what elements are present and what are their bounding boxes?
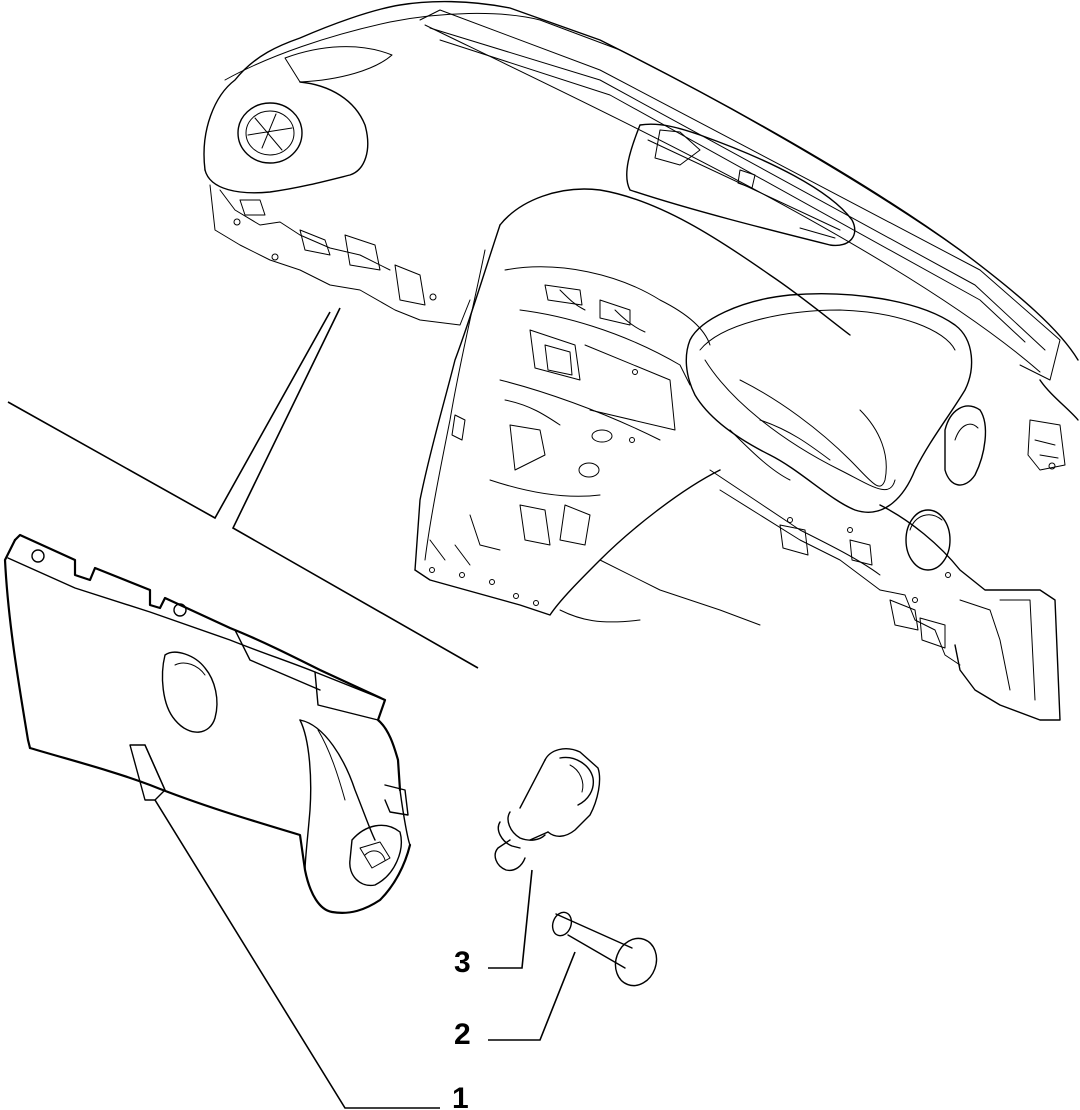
callout-leaders [154, 799, 576, 1109]
dashboard-assembly [203, 0, 1079, 721]
assembly-guide-lines [7, 307, 479, 669]
part-3-clip-fastener [494, 748, 601, 872]
part-2-pin [551, 911, 658, 987]
callout-2: 2 [454, 1018, 471, 1051]
part-1-trim-panel [3, 533, 412, 914]
callout-1: 1 [452, 1082, 469, 1110]
callout-3: 3 [454, 946, 471, 979]
